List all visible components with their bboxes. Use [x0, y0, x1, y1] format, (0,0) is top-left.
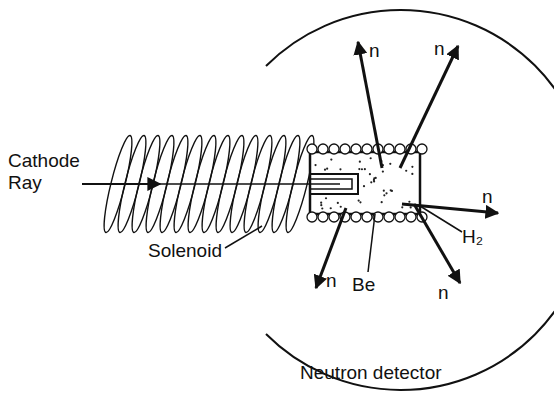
particle-label: n — [434, 38, 445, 60]
particle-label: n — [369, 40, 380, 62]
beam-line — [160, 183, 340, 185]
solenoid-coil — [307, 144, 427, 222]
particle-label: n — [482, 186, 493, 208]
part-label: Solenoid — [148, 240, 222, 262]
part-label: Be — [352, 274, 375, 296]
leader-line — [225, 206, 462, 272]
neutron-arrow — [316, 42, 498, 288]
beam-arrow — [82, 183, 160, 185]
detector-arc — [266, 10, 554, 390]
beam-label: Cathode Ray — [8, 150, 88, 194]
detector-label: Neutron detector — [300, 362, 442, 384]
part-label: H₂ — [462, 226, 483, 248]
particle-label: n — [438, 282, 449, 304]
particle-label: n — [326, 270, 337, 292]
